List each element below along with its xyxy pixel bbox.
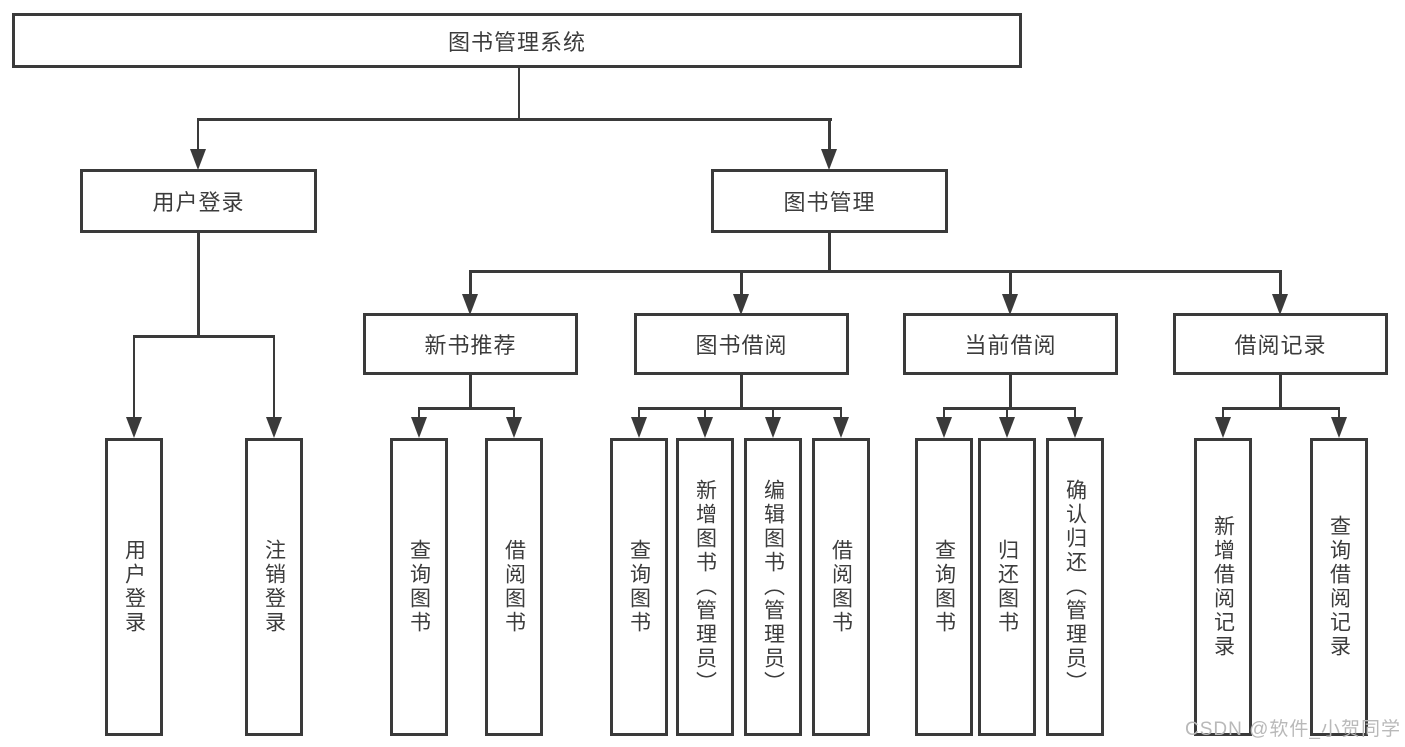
connector-line (740, 270, 743, 296)
connector-line (1005, 407, 1009, 419)
node-label: 查询图书 (407, 539, 431, 635)
connector-line (197, 233, 200, 338)
node-library-management-system: 图书管理系统 (12, 13, 1022, 68)
node-label: 新增图书（管理员） (693, 479, 717, 695)
connector-line (517, 68, 521, 121)
connector-line (469, 270, 1282, 273)
leaf-add-books-admin: 新增图书（管理员） (676, 438, 734, 736)
node-label: 借阅记录 (1234, 333, 1327, 358)
arrow-down-icon (1214, 417, 1231, 438)
arrow-down-icon (764, 417, 781, 438)
connector-line (637, 407, 843, 410)
node-label: 新书推荐 (424, 333, 517, 358)
arrow-down-icon (125, 417, 142, 438)
connector-line (1221, 407, 1341, 410)
node-current-borrowing: 当前借阅 (903, 313, 1118, 375)
node-user-login: 用户登录 (80, 169, 317, 233)
arrow-down-icon (935, 417, 952, 438)
node-new-book-recommend: 新书推荐 (363, 313, 578, 375)
watermark: CSDN @软件_小贺同学 (1185, 719, 1401, 740)
leaf-query-books-3: 查询图书 (915, 438, 973, 736)
connector-line (196, 118, 832, 121)
leaf-return-books: 归还图书 (978, 438, 1036, 736)
node-borrow-records: 借阅记录 (1173, 313, 1388, 375)
connector-line (1009, 270, 1012, 296)
leaf-query-books: 查询图书 (390, 438, 448, 736)
node-label: 查询借阅记录 (1327, 515, 1351, 659)
node-label: 用户登录 (122, 539, 146, 635)
connector-line (740, 375, 743, 410)
node-label: 图书借阅 (695, 333, 788, 358)
connector-line (828, 118, 831, 152)
leaf-borrow-books: 借阅图书 (485, 438, 543, 736)
leaf-logout: 注销登录 (245, 438, 303, 736)
connector-line (272, 335, 276, 419)
connector-line (637, 407, 641, 419)
arrow-down-icon (1330, 417, 1347, 438)
connector-line (1009, 375, 1012, 410)
node-label: 编辑图书（管理员） (761, 479, 785, 695)
leaf-user-login: 用户登录 (105, 438, 163, 736)
arrow-down-icon (265, 417, 282, 438)
node-label: 查询图书 (932, 539, 956, 635)
connector-line (942, 407, 946, 419)
node-label: 注销登录 (262, 539, 286, 635)
connector-line (417, 407, 421, 419)
connector-line (942, 407, 1077, 410)
arrow-down-icon (733, 294, 749, 315)
node-label: 确认归还（管理员） (1063, 479, 1087, 695)
node-label: 借阅图书 (502, 539, 526, 635)
node-label: 当前借阅 (964, 333, 1057, 358)
connector-line (1337, 407, 1341, 419)
connector-line (469, 375, 472, 410)
node-label: 借阅图书 (829, 539, 853, 635)
connector-line (196, 118, 200, 152)
connector-line (1221, 407, 1225, 419)
arrow-down-icon (821, 149, 837, 170)
connector-line (132, 335, 276, 338)
connector-line (828, 233, 831, 273)
connector-line (512, 407, 516, 419)
node-label: 查询图书 (627, 539, 651, 635)
node-label: 图书管理 (783, 190, 876, 215)
arrow-down-icon (1066, 417, 1083, 438)
node-book-borrowing: 图书借阅 (634, 313, 849, 375)
connector-line (1279, 270, 1282, 296)
arrow-down-icon (1002, 294, 1018, 315)
arrow-down-icon (462, 294, 478, 315)
node-label: 新增借阅记录 (1211, 515, 1235, 659)
arrow-down-icon (189, 149, 206, 170)
connector-line (703, 407, 707, 419)
leaf-query-borrow-record: 查询借阅记录 (1310, 438, 1368, 736)
leaf-confirm-return-admin: 确认归还（管理员） (1046, 438, 1104, 736)
connector-line (132, 335, 136, 419)
connector-line (1279, 375, 1282, 410)
leaf-borrow-books-2: 借阅图书 (812, 438, 870, 736)
leaf-add-borrow-record: 新增借阅记录 (1194, 438, 1252, 736)
arrow-down-icon (1272, 294, 1288, 315)
arrow-down-icon (832, 417, 849, 438)
arrow-down-icon (410, 417, 427, 438)
arrow-down-icon (505, 417, 522, 438)
node-label: 图书管理系统 (447, 29, 586, 55)
arrow-down-icon (630, 417, 647, 438)
connector-line (469, 270, 472, 296)
leaf-edit-books-admin: 编辑图书（管理员） (744, 438, 802, 736)
node-book-management: 图书管理 (711, 169, 948, 233)
node-label: 用户登录 (152, 190, 245, 215)
connector-line (417, 407, 516, 410)
arrow-down-icon (998, 417, 1015, 438)
node-label: 归还图书 (995, 539, 1019, 635)
connector-line (771, 407, 775, 419)
connector-line (839, 407, 843, 419)
leaf-query-books-2: 查询图书 (610, 438, 668, 736)
arrow-down-icon (696, 417, 713, 438)
connector-line (1073, 407, 1077, 419)
